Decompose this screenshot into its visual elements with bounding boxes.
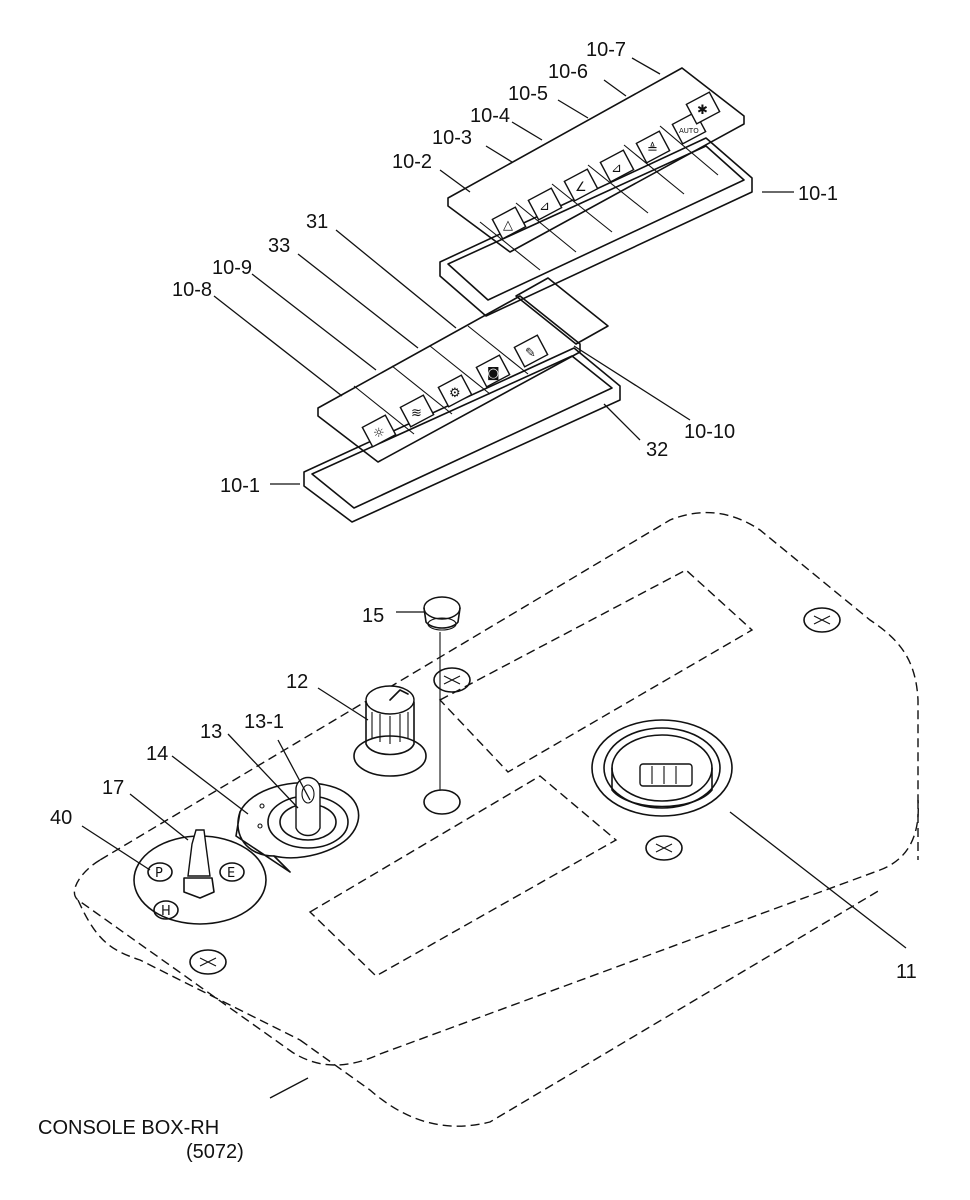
wiper-icon: ≋ — [411, 406, 422, 421]
screw-icon — [803, 607, 841, 633]
callout-17: 17 — [102, 777, 124, 799]
ignition-switch — [235, 776, 360, 873]
callout-14: 14 — [146, 743, 168, 765]
lower-switch-recess — [308, 775, 618, 977]
lower-switch-panel: ☼ ≋ ⚙ ◙ ✎ — [303, 277, 621, 523]
ignition-plate — [239, 782, 360, 859]
callout-10-6: 10-6 — [548, 61, 588, 83]
e-mode-icon: E — [227, 866, 235, 881]
leader-lines — [81, 57, 907, 1099]
boom-icon: ⊿ — [539, 199, 550, 214]
callout-40: 40 — [50, 807, 72, 829]
callout-10-1-bottom: 10-1 — [220, 475, 260, 497]
callout-10-2: 10-2 — [392, 151, 432, 173]
plug-cap — [423, 596, 461, 815]
lower-switch-tabs: ☼ ≋ ⚙ ◙ ✎ — [361, 334, 549, 448]
p-mode-icon: P — [155, 866, 163, 881]
callout-11: 11 — [896, 961, 917, 983]
screw-icon — [433, 667, 471, 693]
console-box — [73, 511, 919, 1127]
callout-10-4: 10-4 — [470, 105, 510, 127]
bucket-icon: ⊿ — [611, 161, 622, 176]
upper-switch-panel: △ ⊿ ∠ ⊿ ≜ AUTO ✱ — [439, 67, 753, 317]
callout-10-8: 10-8 — [172, 279, 212, 301]
work-light-icon: ☼ — [373, 426, 385, 441]
selector-lever — [187, 829, 211, 877]
screw-icon — [645, 835, 683, 861]
asterisk-icon: ✱ — [697, 103, 708, 118]
pen-icon: ✎ — [525, 346, 536, 361]
callout-31: 31 — [306, 211, 328, 233]
console-box-lower-edge — [299, 889, 881, 1127]
callout-10-1-top: 10-1 — [798, 183, 838, 205]
warning-icon: △ — [503, 218, 513, 233]
beacon-icon: ⚙ — [449, 386, 461, 401]
callout-10-9: 10-9 — [212, 257, 252, 279]
caption-title: CONSOLE BOX-RH — [38, 1117, 219, 1139]
caption-page-ref: (5072) — [186, 1141, 244, 1163]
hour-meter — [591, 719, 733, 817]
plug-hole — [423, 789, 461, 815]
machine-icon: ≜ — [647, 141, 658, 157]
upper-switch-tabs: △ ⊿ ∠ ⊿ ≜ AUTO ✱ — [491, 91, 721, 240]
lower-switch-frame — [303, 347, 621, 523]
auto-idle-icon: AUTO — [679, 127, 699, 135]
lower-switch-cover — [317, 295, 581, 463]
caption: CONSOLE BOX-RH (5072) — [38, 1117, 244, 1163]
callout-10-5: 10-5 — [508, 83, 548, 105]
lower-switch-frame-inner — [311, 355, 613, 509]
lower-switch-cap-plate — [515, 277, 609, 345]
callout-15: 15 — [362, 605, 384, 627]
callout-10-3: 10-3 — [432, 127, 472, 149]
mode-selector: P E H — [133, 829, 267, 925]
console-box-outline — [73, 511, 919, 1066]
console-box-side-edge — [77, 899, 301, 1041]
screw-icon — [189, 949, 227, 975]
callout-labels: 10-7 10-6 10-5 10-4 10-3 10-2 10-1 31 33… — [50, 39, 917, 983]
callout-32: 32 — [646, 439, 668, 461]
callout-33: 33 — [268, 235, 290, 257]
upper-switch-cover — [447, 67, 745, 253]
callout-10-10: 10-10 — [684, 421, 735, 443]
callout-13-1: 13-1 — [244, 711, 284, 733]
h-mode-icon: H — [161, 904, 171, 919]
upper-switch-frame-inner — [447, 145, 745, 301]
upper-switch-frame — [439, 137, 753, 317]
washer-icon: ◙ — [487, 366, 500, 381]
callout-12: 12 — [286, 671, 308, 693]
callout-10-7: 10-7 — [586, 39, 626, 61]
key-icon — [295, 776, 321, 837]
cigar-lighter — [353, 685, 427, 777]
callout-13: 13 — [200, 721, 222, 743]
arm-icon: ∠ — [575, 180, 587, 195]
upper-switch-recess — [438, 569, 754, 773]
